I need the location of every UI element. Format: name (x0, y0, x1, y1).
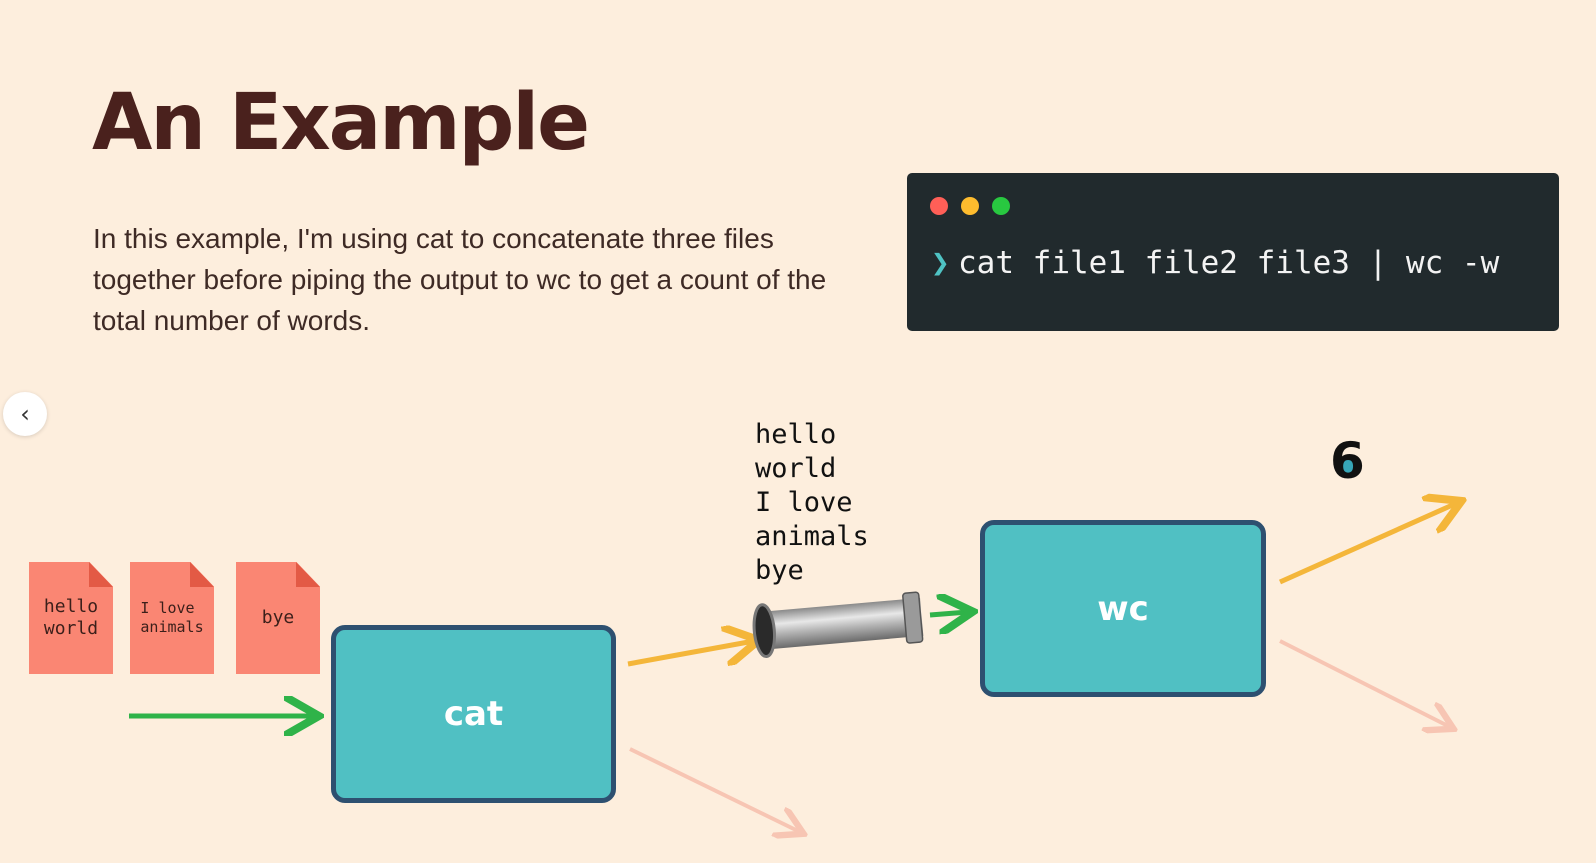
piped-output-text: hello world I love animals bye (755, 419, 869, 586)
wc-stdin-arrow (929, 612, 968, 615)
file2-content: I love animals (140, 599, 204, 636)
terminal-command: cat file1 file2 file3 | wc -w (958, 245, 1500, 281)
cat-process-box: cat (331, 625, 616, 803)
prompt-chevron-icon: ❯ (931, 245, 950, 281)
wc-label: wc (1097, 588, 1149, 629)
file1-document: hello world (29, 562, 113, 674)
minimize-dot-icon (961, 197, 979, 215)
previous-slide-button[interactable]: ‹ (3, 392, 47, 436)
terminal-window: ❯ cat file1 file2 file3 | wc -w (907, 173, 1559, 331)
wc-process-box: wc (980, 520, 1266, 697)
wc-stderr-arrow (1279, 639, 1450, 727)
page-title: An Example (92, 78, 590, 168)
close-dot-icon (930, 197, 948, 215)
word-count-result: 6 (1330, 432, 1365, 490)
chevron-left-icon: ‹ (20, 400, 30, 428)
pipe-icon (752, 591, 924, 659)
file1-content: hello world (43, 596, 99, 639)
cat-label: cat (443, 694, 504, 734)
file3-content: bye (261, 607, 295, 628)
cursor-indicator-icon (1335, 457, 1355, 477)
cat-stderr-arrow (629, 747, 800, 832)
wc-stdout-arrow (1278, 503, 1457, 585)
cat-stdout-arrow (627, 641, 754, 667)
maximize-dot-icon (992, 197, 1010, 215)
description-text: In this example, I'm using cat to concat… (93, 223, 827, 336)
file3-document: bye (236, 562, 320, 674)
file2-document: I love animals (130, 562, 214, 674)
